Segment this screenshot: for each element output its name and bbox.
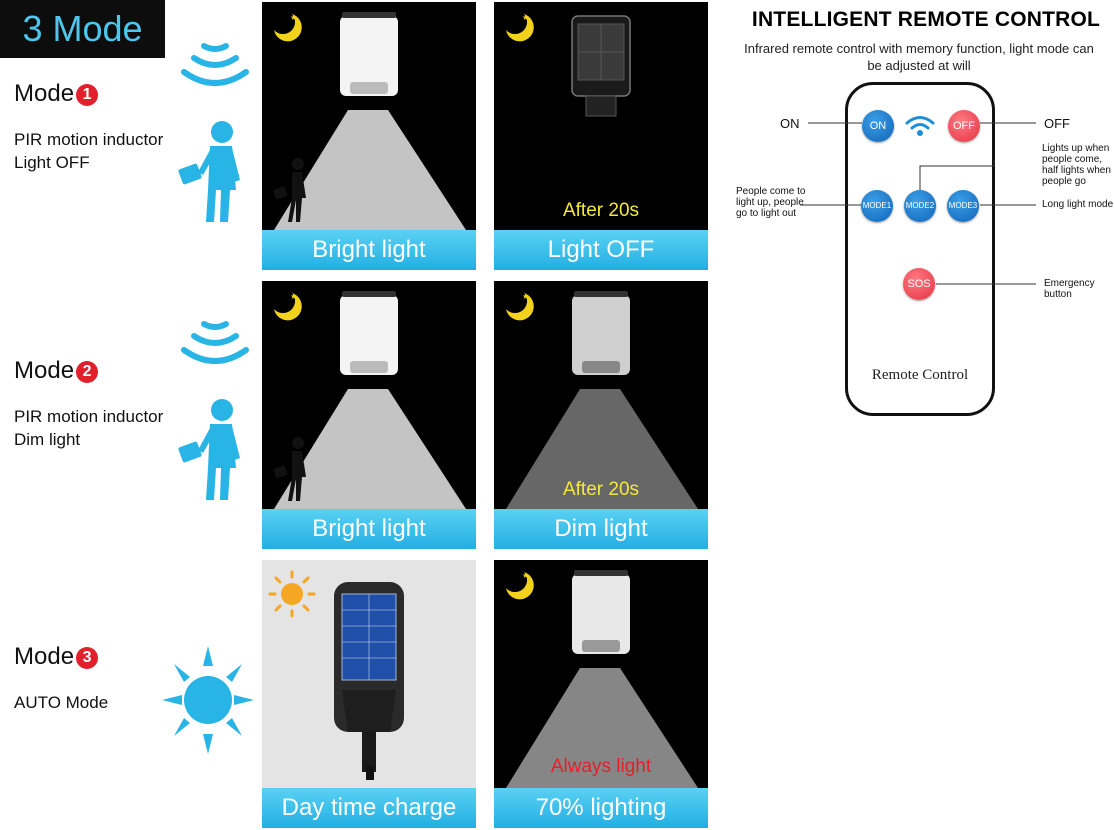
off-button[interactable]: OFF — [948, 110, 980, 142]
moon-icon — [506, 293, 534, 321]
svg-text:★: ★ — [290, 292, 297, 301]
callout-mode2: Lights up when people come, half lights … — [1042, 143, 1111, 187]
moon-icon — [506, 572, 534, 600]
svg-text:★: ★ — [522, 292, 529, 301]
street-light-icon — [572, 574, 630, 654]
street-light-icon — [572, 295, 630, 375]
remote-title: INTELLIGENT REMOTE CONTROL — [751, 8, 1101, 31]
svg-text:★: ★ — [522, 571, 529, 580]
mode1-button[interactable]: MODE1 — [861, 190, 893, 222]
mode-2-description: PIR motion inductor Dim light — [14, 407, 164, 449]
motion-sensor-icon — [178, 43, 249, 222]
mode-1-description: PIR motion inductor Light OFF — [14, 130, 164, 172]
moon-icon — [506, 14, 534, 42]
svg-text:★: ★ — [290, 13, 297, 22]
mode-3-description: AUTO Mode — [14, 693, 109, 712]
mode-number-badge: 2 — [76, 361, 99, 383]
moon-icon — [274, 14, 302, 42]
svg-text:★: ★ — [522, 13, 529, 22]
panel-note: After 20s — [562, 479, 640, 500]
panel-caption: Light OFF — [494, 230, 708, 270]
panel-caption: Dim light — [494, 509, 708, 549]
panel-mode2-bright-light: ★ Bright light — [262, 281, 476, 549]
callout-mode1: People come to light up, people go to li… — [736, 186, 806, 219]
on-button[interactable]: ON — [862, 110, 894, 142]
callout-on: ON — [780, 116, 800, 131]
remote-brand-label: Remote Control — [871, 367, 969, 383]
panel-mode2-dim-light: ★ After 20s Dim light — [494, 281, 708, 549]
sun-icon — [162, 646, 254, 754]
street-light-icon — [340, 16, 398, 96]
street-light-icon — [340, 295, 398, 375]
panel-note: Always light — [550, 756, 652, 777]
sun-icon — [268, 570, 316, 618]
sos-button[interactable]: SOS — [903, 268, 935, 300]
solar-panel-icon — [334, 582, 404, 780]
panel-note: After 20s — [562, 200, 640, 221]
walking-person-icon — [272, 158, 306, 222]
moon-icon — [274, 293, 302, 321]
panel-caption: Day time charge — [262, 788, 476, 828]
mode3-button[interactable]: MODE3 — [947, 190, 979, 222]
panel-caption: Bright light — [262, 509, 476, 549]
callout-off: OFF — [1044, 116, 1070, 131]
panel-mode3-always-light: ★ Always light 70% lighting — [494, 560, 708, 828]
wifi-signal-icon — [905, 116, 935, 136]
callout-mode3: Long light mode — [1042, 199, 1114, 210]
panel-caption: Bright light — [262, 230, 476, 270]
walking-person-icon — [272, 437, 306, 501]
panel-mode1-bright-light: ★ Bright light — [262, 2, 476, 270]
remote-subtitle: Infrared remote control with memory func… — [744, 41, 1094, 73]
mode-number-badge: 3 — [76, 647, 99, 669]
panel-caption: 70% lighting — [494, 788, 708, 828]
panel-mode1-light-off: ★ After 20s Light OFF — [494, 2, 708, 270]
mode-number-badge: 1 — [76, 84, 99, 106]
mode2-button[interactable]: MODE2 — [904, 190, 936, 222]
callout-sos: Emergency button — [1044, 278, 1095, 300]
mode-count-badge: 3 Mode — [0, 0, 165, 58]
motion-sensor-icon — [178, 321, 249, 500]
panel-mode3-day-charge: Day time charge — [262, 560, 476, 828]
